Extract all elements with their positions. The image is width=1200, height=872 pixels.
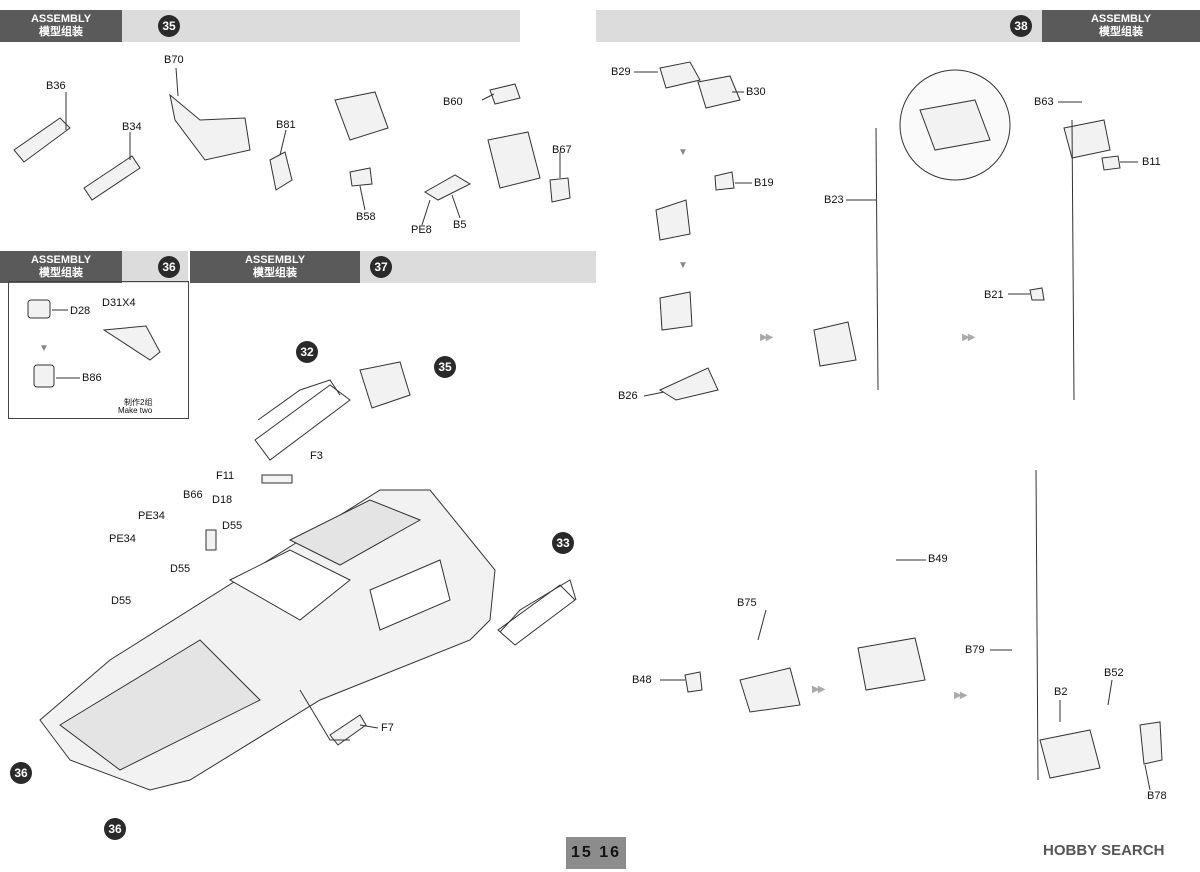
step-number-38: 38 — [1010, 15, 1032, 37]
header-35-title: ASSEMBLY 模型组装 — [0, 10, 122, 42]
part-label: B52 — [1104, 667, 1124, 679]
callout-36: 36 — [10, 762, 32, 784]
part-label: B19 — [754, 177, 774, 189]
part-label: B81 — [276, 119, 296, 131]
part-label: B21 — [984, 289, 1004, 301]
part-label: B48 — [632, 674, 652, 686]
part-label: B11 — [1142, 156, 1161, 168]
part-label: B49 — [928, 553, 948, 565]
part-label: D18 — [212, 494, 233, 506]
part-label: B66 — [183, 489, 203, 501]
part-label: B30 — [746, 86, 766, 98]
arrow-right-icon: ▶▶ — [962, 332, 975, 343]
part-label: B78 — [1147, 790, 1167, 802]
part-label: F7 — [381, 722, 394, 734]
step-number-37: 37 — [370, 256, 392, 278]
part-label: D28 — [70, 305, 91, 317]
part-label: PE34 — [109, 533, 136, 545]
part-label: B5 — [453, 219, 467, 231]
part-label: B60 — [443, 96, 463, 108]
page-numbers: 15 16 — [566, 837, 626, 869]
part-label: B26 — [618, 390, 638, 402]
arrow-right-icon: ▶▶ — [760, 332, 773, 343]
part-label: B34 — [122, 121, 142, 133]
step-number-36: 36 — [158, 256, 180, 278]
callout-32: 32 — [296, 341, 318, 363]
header-36: ASSEMBLY 模型组装 — [0, 251, 188, 283]
part-label: D55 — [170, 563, 191, 575]
note-make-two-en: Make two — [118, 406, 153, 415]
step-number-35: 35 — [158, 15, 180, 37]
part-label: B67 — [552, 144, 572, 156]
arrow-down-icon: ▼ — [678, 260, 688, 271]
part-label: B29 — [611, 66, 631, 78]
part-label: B23 — [824, 194, 844, 206]
header-36-title: ASSEMBLY 模型组装 — [0, 251, 122, 283]
part-label: PE8 — [411, 224, 432, 236]
callout-33: 33 — [552, 532, 574, 554]
part-label: B75 — [737, 597, 757, 609]
part-label: D31X4 — [102, 297, 136, 309]
part-label: B2 — [1054, 686, 1068, 698]
part-label: B58 — [356, 211, 376, 223]
header-37-title: ASSEMBLY 模型组装 — [190, 251, 360, 283]
step-36-box — [8, 281, 189, 419]
arrow-down-icon: ▼ — [39, 343, 49, 354]
part-label: B86 — [82, 372, 102, 384]
arrow-down-icon: ▼ — [678, 147, 688, 158]
part-label: B63 — [1034, 96, 1054, 108]
part-label: B70 — [164, 54, 184, 66]
part-label: D55 — [111, 595, 132, 607]
part-label: B79 — [965, 644, 985, 656]
part-label: D55 — [222, 520, 243, 532]
note-make-two-zh: 制作2组 — [124, 398, 153, 407]
header-38-title: ASSEMBLY 模型组装 — [1042, 10, 1200, 42]
part-label: F11 — [216, 470, 235, 482]
watermark: HOBBY SEARCH — [1043, 842, 1165, 859]
part-label: F3 — [310, 450, 323, 462]
arrow-right-icon: ▶▶ — [954, 690, 967, 701]
callout-35: 35 — [434, 356, 456, 378]
header-37: ASSEMBLY 模型组装 — [190, 251, 596, 283]
header-35: ASSEMBLY 模型组装 — [0, 10, 520, 42]
part-label: B36 — [46, 80, 66, 92]
header-38: ASSEMBLY 模型组装 — [596, 10, 1200, 42]
arrow-right-icon: ▶▶ — [812, 684, 825, 695]
part-label: PE34 — [138, 510, 165, 522]
callout-36: 36 — [104, 818, 126, 840]
